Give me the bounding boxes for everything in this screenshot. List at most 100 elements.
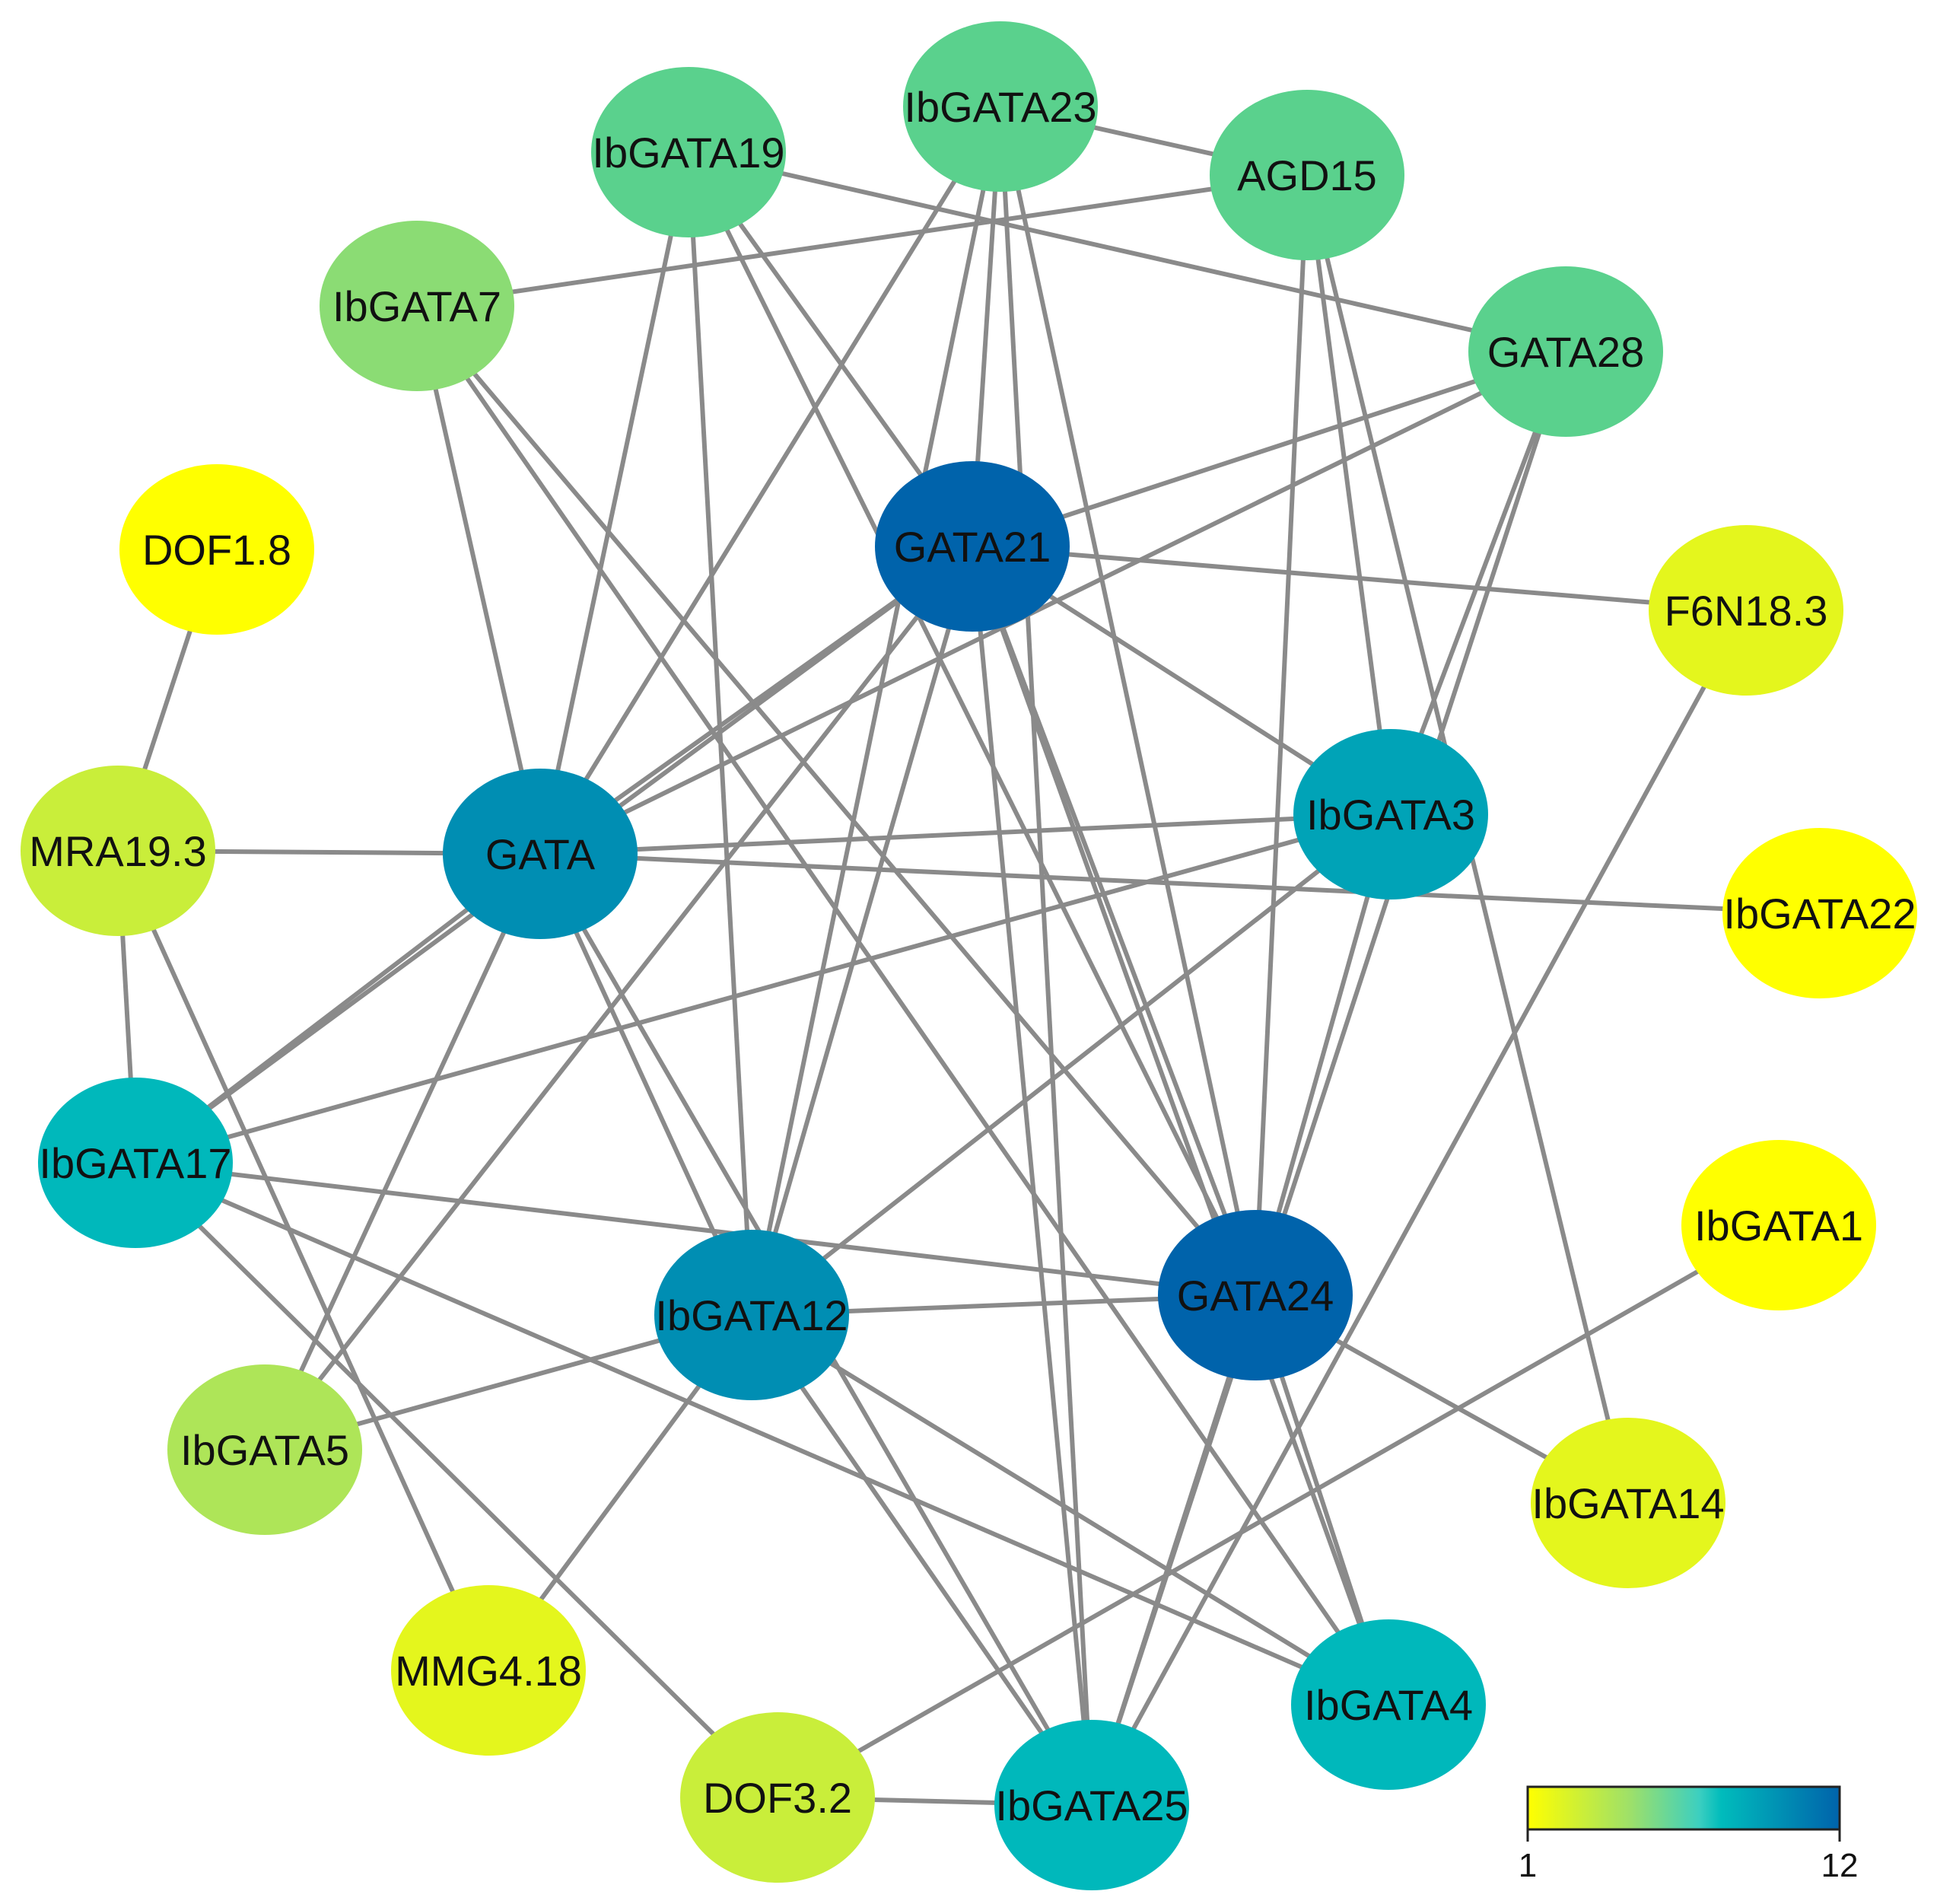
edge-IbGATA23-IbGATA25 bbox=[998, 106, 1094, 1806]
edge-IbGATA17-DOF3.2 bbox=[133, 1161, 780, 1800]
node-ellipse bbox=[875, 461, 1070, 632]
edge-IbGATA17-GATA24 bbox=[135, 1161, 1256, 1297]
node-label: GATA24 bbox=[1177, 1272, 1334, 1320]
node-IbGATA14[interactable]: IbGATA14 bbox=[1531, 1418, 1725, 1588]
node-IbGATA23[interactable]: IbGATA23 bbox=[903, 21, 1098, 192]
node-label: DOF3.2 bbox=[703, 1774, 852, 1822]
edge-IbGATA3-GATA bbox=[539, 812, 1392, 856]
edge-IbGATA12-IbGATA4 bbox=[750, 1313, 1390, 1707]
node-ellipse bbox=[1158, 1210, 1353, 1380]
node-label: IbGATA3 bbox=[1306, 791, 1475, 839]
node-label: IbGATA19 bbox=[592, 129, 784, 177]
edge-IbGATA17-IbGATA4 bbox=[134, 1161, 1390, 1707]
node-ellipse bbox=[443, 769, 638, 939]
edge-GATA21-IbGATA5 bbox=[262, 545, 975, 1451]
node-ellipse bbox=[903, 21, 1098, 192]
node-ellipse bbox=[994, 1720, 1189, 1890]
node-ellipse bbox=[21, 766, 215, 936]
node-ellipse bbox=[119, 464, 314, 635]
node-label: DOF1.8 bbox=[142, 526, 291, 574]
edge-IbGATA3-IbGATA12 bbox=[750, 812, 1392, 1317]
edge-AGD15-IbGATA3 bbox=[1305, 174, 1393, 815]
node-IbGATA1[interactable]: IbGATA1 bbox=[1681, 1140, 1876, 1310]
edge-GATA24-IbGATA25 bbox=[1089, 1294, 1258, 1806]
node-ellipse bbox=[1681, 1140, 1876, 1310]
node-IbGATA5[interactable]: IbGATA5 bbox=[167, 1364, 362, 1535]
edge-IbGATA1-DOF3.2 bbox=[776, 1223, 1780, 1800]
node-ellipse bbox=[1531, 1418, 1725, 1588]
node-label: IbGATA7 bbox=[332, 282, 501, 330]
edge-GATA-IbGATA22 bbox=[539, 852, 1821, 915]
edge-IbGATA12-IbGATA25 bbox=[749, 1313, 1094, 1807]
edge-GATA28-GATA21 bbox=[972, 349, 1566, 549]
edge-MRA19.3-MMG4.18 bbox=[116, 849, 491, 1672]
node-GATA24[interactable]: GATA24 bbox=[1158, 1210, 1353, 1380]
node-IbGATA25[interactable]: IbGATA25 bbox=[994, 1720, 1189, 1890]
node-AGD15[interactable]: AGD15 bbox=[1210, 90, 1404, 260]
node-F6N18.3[interactable]: F6N18.3 bbox=[1649, 525, 1843, 696]
node-label: IbGATA25 bbox=[995, 1781, 1188, 1829]
node-label: GATA21 bbox=[894, 523, 1051, 571]
node-ellipse bbox=[320, 221, 514, 391]
node-label: GATA bbox=[485, 830, 596, 878]
node-ellipse bbox=[1649, 525, 1843, 696]
edge-F6N18.3-IbGATA25 bbox=[1089, 609, 1748, 1807]
edge-IbGATA7-IbGATA4 bbox=[415, 304, 1391, 1706]
node-MMG4.18[interactable]: MMG4.18 bbox=[391, 1585, 586, 1756]
edge-GATA28-GATA bbox=[539, 349, 1567, 856]
node-IbGATA3[interactable]: IbGATA3 bbox=[1293, 729, 1488, 899]
node-IbGATA7[interactable]: IbGATA7 bbox=[320, 221, 514, 391]
node-GATA21[interactable]: GATA21 bbox=[875, 461, 1070, 632]
edge-IbGATA23-GATA24 bbox=[998, 106, 1258, 1296]
edge-AGD15-IbGATA7 bbox=[416, 173, 1308, 308]
node-IbGATA17[interactable]: IbGATA17 bbox=[38, 1078, 233, 1248]
edge-IbGATA19-GATA28 bbox=[688, 150, 1566, 354]
edge-GATA21-IbGATA12 bbox=[749, 546, 975, 1316]
edge-GATA-IbGATA5 bbox=[262, 852, 542, 1451]
node-GATA[interactable]: GATA bbox=[443, 769, 638, 939]
node-ellipse bbox=[1722, 828, 1917, 998]
node-GATA28[interactable]: GATA28 bbox=[1468, 266, 1663, 437]
edge-IbGATA7-GATA bbox=[415, 305, 542, 855]
node-ellipse bbox=[680, 1712, 875, 1883]
node-ellipse bbox=[654, 1230, 849, 1400]
node-ellipse bbox=[38, 1078, 233, 1248]
node-label: IbGATA1 bbox=[1694, 1202, 1863, 1250]
edge-AGD15-GATA24 bbox=[1253, 174, 1309, 1296]
edge-IbGATA3-IbGATA17 bbox=[135, 812, 1392, 1165]
node-DOF3.2[interactable]: DOF3.2 bbox=[680, 1712, 875, 1883]
color-scale-bar bbox=[1526, 1785, 1841, 1831]
node-label: IbGATA5 bbox=[180, 1426, 349, 1474]
color-scale-legend: 1 12 bbox=[1519, 1785, 1859, 1884]
edge-GATA21-F6N18.3 bbox=[972, 544, 1747, 613]
node-label: IbGATA4 bbox=[1304, 1681, 1473, 1729]
node-label: IbGATA12 bbox=[655, 1291, 848, 1339]
color-scale-min-label: 1 bbox=[1519, 1847, 1537, 1884]
node-ellipse bbox=[1210, 90, 1404, 260]
node-ellipse bbox=[391, 1585, 586, 1756]
color-scale-max-label: 12 bbox=[1821, 1847, 1859, 1884]
node-IbGATA4[interactable]: IbGATA4 bbox=[1291, 1619, 1486, 1790]
node-IbGATA12[interactable]: IbGATA12 bbox=[654, 1230, 849, 1400]
edge-IbGATA19-GATA24 bbox=[686, 151, 1258, 1297]
node-label: IbGATA17 bbox=[39, 1139, 231, 1187]
node-label: AGD15 bbox=[1237, 151, 1377, 199]
node-ellipse bbox=[167, 1364, 362, 1535]
node-label: F6N18.3 bbox=[1665, 587, 1828, 635]
node-label: IbGATA14 bbox=[1531, 1479, 1724, 1527]
node-label: IbGATA23 bbox=[904, 83, 1096, 131]
node-ellipse bbox=[1291, 1619, 1486, 1790]
node-MRA19.3[interactable]: MRA19.3 bbox=[21, 766, 215, 936]
node-label: MMG4.18 bbox=[395, 1647, 582, 1695]
edge-GATA21-IbGATA4 bbox=[970, 545, 1391, 1706]
node-label: MRA19.3 bbox=[29, 827, 206, 875]
node-IbGATA22[interactable]: IbGATA22 bbox=[1722, 828, 1917, 998]
node-ellipse bbox=[1468, 266, 1663, 437]
edge-IbGATA23-IbGATA12 bbox=[749, 106, 1003, 1316]
edge-IbGATA7-GATA24 bbox=[415, 304, 1258, 1297]
node-ellipse bbox=[1293, 729, 1488, 899]
node-IbGATA19[interactable]: IbGATA19 bbox=[591, 67, 786, 237]
node-DOF1.8[interactable]: DOF1.8 bbox=[119, 464, 314, 635]
